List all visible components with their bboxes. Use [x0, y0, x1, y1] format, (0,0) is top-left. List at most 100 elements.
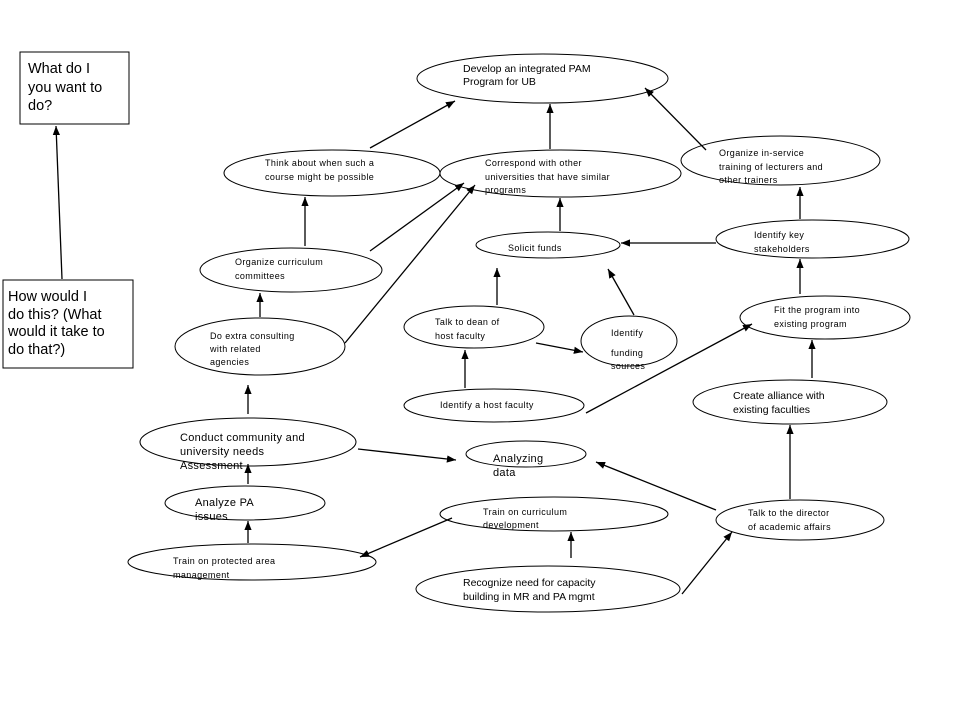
arrow-assessment-to-analyzing — [357, 448, 457, 463]
node-extra-consulting-line-2: with related — [209, 344, 261, 354]
node-create-alliance-line-1: Create alliance with — [733, 390, 825, 402]
node-analyze-pa-line-2: issues — [195, 511, 228, 523]
question-what-line-1: What do I — [28, 61, 90, 77]
node-talk-dean-shape — [403, 305, 545, 349]
node-fit-program-shape — [739, 295, 911, 340]
node-train-pa-management: Train on protected area management — [127, 543, 377, 581]
arrow-train-curriculum-to-train-pa — [359, 517, 453, 558]
node-create-alliance: Create alliance with existing faculties — [692, 379, 888, 425]
node-think-timing-line-2: course might be possible — [265, 172, 374, 182]
node-recognize-need-line-2: building in MR and PA mgmt — [463, 591, 595, 603]
node-organize-committees-shape — [199, 247, 383, 293]
node-develop-pam-shape — [416, 53, 669, 104]
node-organize-inservice: Organize in-service training of lecturer… — [680, 135, 881, 186]
node-correspond-universities-line-2: universities that have similar — [485, 172, 610, 182]
question-box-what-frame — [19, 51, 130, 125]
node-analyzing-data-line-1: Analyzing — [493, 453, 543, 465]
node-talk-director-line-2: of academic affairs — [748, 522, 831, 532]
node-think-timing: Think about when such a course might be … — [223, 149, 441, 197]
node-extra-consulting: Do extra consulting with related agencie… — [174, 317, 346, 376]
node-correspond-universities: Correspond with other universities that … — [439, 149, 682, 198]
node-talk-dean-line-2: host faculty — [435, 331, 485, 341]
arrow-recognize-to-director — [681, 531, 733, 595]
node-train-curriculum: Train on curriculum development — [439, 496, 669, 532]
question-box-how: How would I do this? (What would it take… — [2, 279, 134, 369]
node-train-curriculum-line-2: development — [483, 520, 539, 530]
node-train-curriculum-shape — [439, 496, 669, 532]
node-talk-dean: Talk to dean of host faculty — [403, 305, 545, 349]
question-box-what: What do I you want to do? — [19, 51, 130, 125]
node-recognize-need-shape — [415, 565, 681, 613]
node-identify-host: Identify a host faculty — [403, 388, 585, 423]
arrows — [52, 87, 816, 595]
node-analyze-pa-line-1: Analyze PA — [195, 497, 254, 509]
node-analyzing-data: Analyzing data — [465, 440, 587, 479]
node-needs-assessment-line-2: university needs — [180, 446, 264, 458]
node-train-pa-management-line-2: management — [173, 570, 230, 580]
node-identify-stakeholders-line-2: stakeholders — [754, 244, 810, 254]
node-think-timing-line-1: Think about when such a — [265, 158, 374, 168]
node-fit-program-line-1: Fit the program into — [774, 305, 860, 315]
node-identify-funding-shape — [580, 315, 678, 367]
node-organize-inservice-line-2: training of lecturers and — [719, 162, 823, 172]
question-what-line-2: you want to — [28, 80, 102, 96]
node-organize-inservice-line-3: other trainers — [719, 175, 778, 185]
arrow-committees-to-correspond — [369, 182, 465, 252]
question-what-line-3: do? — [28, 98, 52, 114]
node-fit-program: Fit the program into existing program — [739, 295, 911, 340]
arrow-inservice-to-develop — [644, 87, 707, 151]
node-extra-consulting-shape — [174, 317, 346, 376]
node-needs-assessment-line-3: Assessment — [180, 460, 243, 472]
node-develop-pam-line-2: Program for UB — [463, 76, 536, 88]
arrow-how-to-what — [52, 125, 63, 280]
node-analyzing-data-shape — [465, 440, 587, 468]
node-identify-funding-line-2: funding — [611, 348, 643, 358]
node-analyzing-data-line-2: data — [493, 467, 516, 479]
node-correspond-universities-shape — [439, 149, 682, 198]
question-box-how-frame — [2, 279, 134, 369]
node-organize-committees: Organize curriculum committees — [199, 247, 383, 293]
node-identify-funding-line-1: Identify — [611, 328, 643, 338]
node-identify-host-line-1: Identify a host faculty — [440, 400, 534, 410]
node-train-pa-management-line-1: Train on protected area — [173, 556, 275, 566]
question-how-line-4: do that?) — [8, 342, 65, 358]
node-needs-assessment: Conduct community and university needs A… — [139, 417, 357, 472]
node-talk-director: Talk to the director of academic affairs — [715, 499, 885, 541]
node-train-pa-management-shape — [127, 543, 377, 581]
node-identify-stakeholders: Identify key stakeholders — [715, 219, 910, 259]
node-create-alliance-shape — [692, 379, 888, 425]
node-solicit-funds-shape — [475, 231, 621, 259]
node-analyze-pa: Analyze PA issues — [164, 485, 326, 523]
node-organize-inservice-line-1: Organize in-service — [719, 148, 804, 158]
node-extra-consulting-line-3: agencies — [210, 357, 249, 367]
arrow-director-to-analyzing — [595, 461, 717, 511]
arrow-funding-to-solicit — [607, 268, 635, 316]
node-correspond-universities-line-1: Correspond with other — [485, 158, 582, 168]
node-correspond-universities-line-3: programs — [485, 185, 526, 195]
node-analyze-pa-shape — [164, 485, 326, 521]
node-identify-funding: Identify funding sources — [580, 315, 678, 371]
arrow-dean-to-funding — [535, 342, 584, 354]
question-how-line-3: would it take to — [7, 324, 105, 340]
question-how-line-1: How would I — [8, 289, 87, 305]
node-talk-director-line-1: Talk to the director — [748, 508, 830, 518]
node-solicit-funds-line-1: Solicit funds — [508, 243, 562, 253]
arrow-host-to-fit — [585, 323, 753, 414]
node-recognize-need: Recognize need for capacity building in … — [415, 565, 681, 613]
arrow-think-to-develop — [369, 100, 456, 149]
node-talk-dean-line-1: Talk to dean of — [435, 317, 500, 327]
question-how-line-2: do this? (What — [8, 307, 102, 323]
node-extra-consulting-line-1: Do extra consulting — [210, 331, 295, 341]
node-organize-committees-line-2: committees — [235, 271, 285, 281]
node-organize-committees-line-1: Organize curriculum — [235, 257, 323, 267]
node-develop-pam: Develop an integrated PAM Program for UB — [416, 53, 669, 104]
node-create-alliance-line-2: existing faculties — [733, 404, 810, 416]
node-recognize-need-line-1: Recognize need for capacity — [463, 577, 596, 589]
node-identify-host-shape — [403, 388, 585, 423]
arrow-consulting-to-correspond — [344, 184, 476, 344]
node-solicit-funds: Solicit funds — [475, 231, 621, 259]
node-identify-stakeholders-line-1: Identify key — [754, 230, 804, 240]
node-identify-stakeholders-shape — [715, 219, 910, 259]
